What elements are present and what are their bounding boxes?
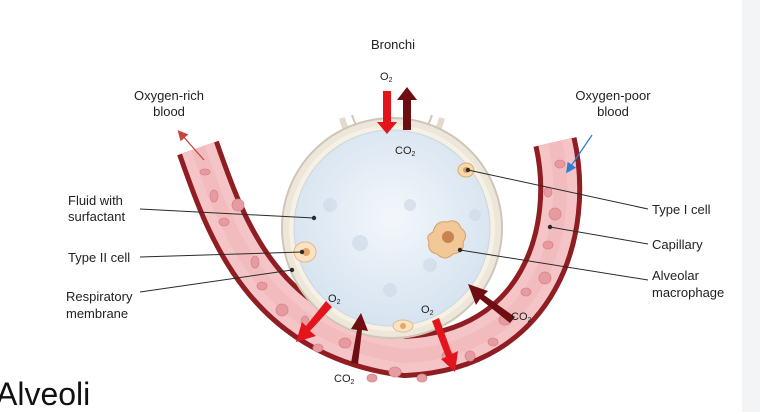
- capillary-label: Capillary: [652, 237, 703, 252]
- type-two-cell-label: Type II cell: [68, 250, 130, 265]
- oxygen-rich-label-line2: blood: [153, 104, 185, 119]
- respiratory-membrane-label-line2: membrane: [66, 306, 128, 321]
- respiratory-membrane-label-line1: Respiratory: [66, 289, 133, 304]
- oxygen-poor-flow-arrow: [566, 134, 593, 174]
- alveolar-macrophage: [427, 220, 467, 259]
- oxygen-rich-label-line1: Oxygen-rich: [134, 88, 204, 103]
- macrophage-label-line1: Alveolar: [652, 268, 700, 283]
- o2-label-right: O2: [421, 304, 434, 317]
- bronchi-label: Bronchi: [371, 37, 415, 52]
- fluid-label-line1: Fluid with: [68, 193, 123, 208]
- bronchi-gas-arrows: [377, 87, 417, 134]
- co2-label-bottom: CO2: [334, 373, 355, 386]
- red-blood-cells: [199, 159, 566, 383]
- left-gas-arrows: [296, 301, 368, 364]
- macrophage-label-line2: macrophage: [652, 285, 724, 300]
- type-two-cell: [293, 241, 317, 263]
- fluid-label-line2: surfactant: [68, 209, 125, 224]
- oxygen-poor-label-line1: Oxygen-poor: [575, 88, 651, 103]
- right-edge-strip: [742, 0, 760, 412]
- capillary-vessel: [177, 137, 583, 383]
- bottom-cell: [392, 319, 414, 333]
- oxygen-rich-flow-arrow: [177, 130, 205, 161]
- slide-title: Alveoli: [0, 376, 91, 412]
- o2-label-left: O2: [328, 293, 341, 306]
- alveolus: [281, 114, 503, 339]
- leader-lines: [139, 169, 649, 293]
- right-gas-arrows: [432, 284, 515, 372]
- co2-label-top: CO2: [395, 145, 416, 158]
- oxygen-poor-label-line2: blood: [597, 104, 629, 119]
- type-one-cell-label: Type I cell: [652, 202, 711, 217]
- o2-label-top: O2: [380, 71, 393, 84]
- co2-label-right: CO2: [511, 311, 532, 324]
